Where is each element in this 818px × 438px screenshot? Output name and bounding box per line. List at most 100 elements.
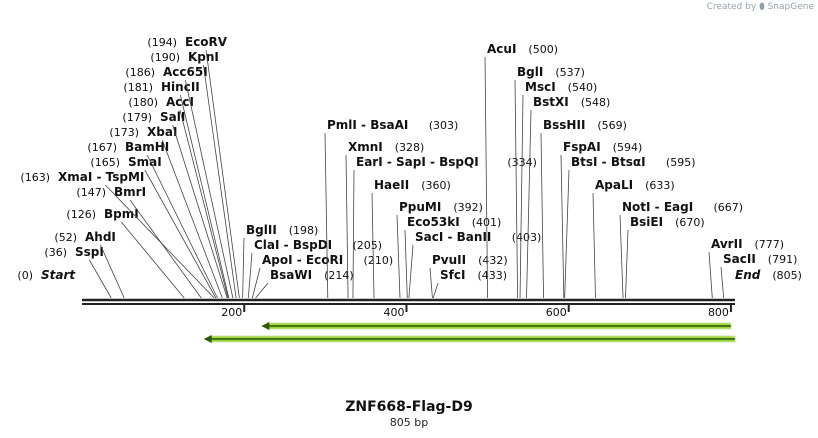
site-name: AhdI bbox=[85, 230, 116, 244]
site-connector bbox=[396, 214, 401, 299]
site-name: BmrI bbox=[114, 185, 146, 199]
site-connector bbox=[146, 154, 218, 299]
site-clai-bspdi: ClaI - BspDI(205) bbox=[247, 238, 382, 299]
site-name: SspI bbox=[75, 245, 104, 259]
site-connector bbox=[144, 169, 217, 299]
site-acc65i: Acc65I(186) bbox=[125, 65, 234, 299]
site-position: (181) bbox=[123, 81, 153, 94]
site-name: HaeII bbox=[374, 178, 409, 192]
site-position: (163) bbox=[20, 171, 50, 184]
site-name: AcuI bbox=[487, 42, 516, 56]
site-connector bbox=[708, 251, 713, 299]
site-position: (537) bbox=[555, 66, 585, 79]
site-btsi-bts-i: BtsI - BtsαI(595) bbox=[564, 155, 696, 299]
site-name: XbaI bbox=[147, 125, 177, 139]
plasmid-size: 805 bp bbox=[389, 416, 429, 429]
site-connector bbox=[432, 282, 439, 299]
site-hincii: HincII(181) bbox=[123, 80, 230, 299]
site-connector bbox=[105, 184, 215, 299]
site-position: (791) bbox=[768, 253, 798, 266]
site-connector bbox=[408, 244, 414, 299]
site-connector bbox=[179, 109, 229, 299]
site-acci: AccI(180) bbox=[128, 95, 229, 299]
site-position: (633) bbox=[645, 179, 675, 192]
site-connector bbox=[89, 259, 112, 299]
site-position: (194) bbox=[147, 36, 177, 49]
site-name: BglI bbox=[517, 65, 543, 79]
site-position: (36) bbox=[44, 246, 67, 259]
site-connector bbox=[172, 124, 228, 299]
site-position: (179) bbox=[122, 111, 152, 124]
site-position: (500) bbox=[528, 43, 558, 56]
site-haeii: HaeII (360) bbox=[371, 178, 451, 299]
site-name: ClaI - BspDI bbox=[254, 238, 332, 252]
site-connector bbox=[371, 192, 375, 299]
site-name: BsaWI bbox=[270, 268, 312, 282]
site-pmli-bsaai: PmlI - BsaAI(303) bbox=[324, 118, 458, 299]
site-position: (805) bbox=[772, 269, 802, 282]
site-connector bbox=[247, 252, 253, 299]
site-connector bbox=[429, 267, 433, 299]
site-connector bbox=[203, 64, 237, 299]
site-position: (180) bbox=[128, 96, 158, 109]
site-position: (198) bbox=[289, 224, 319, 237]
site-connector bbox=[564, 169, 570, 299]
site-position: (392) bbox=[453, 201, 483, 214]
site-position: (328) bbox=[395, 141, 425, 154]
site-position: (52) bbox=[54, 231, 77, 244]
site-sspi: SspI (36) bbox=[44, 245, 112, 299]
site-name: Start bbox=[41, 268, 76, 282]
site-kpni: KpnI(190) bbox=[150, 50, 237, 299]
scale-tick-label: 800 bbox=[708, 306, 729, 319]
feature-arrowhead bbox=[203, 335, 212, 343]
site-name: End bbox=[735, 268, 761, 282]
site-name: ApaLI bbox=[595, 178, 633, 192]
site-name: EcoRV bbox=[185, 35, 228, 49]
site-xmai-tspmi: XmaI - TspMI(163) bbox=[20, 170, 215, 299]
site-connector bbox=[352, 169, 355, 299]
site-connector bbox=[404, 229, 408, 299]
site-connector bbox=[242, 237, 245, 299]
snapgene-credit: Created by ⬮ SnapGene bbox=[707, 2, 814, 12]
site-name: ApoI - EcoRI bbox=[262, 253, 343, 267]
site-bgli: BglI (537) bbox=[514, 65, 585, 299]
scale-tick-label: 200 bbox=[221, 306, 242, 319]
site-connector bbox=[560, 154, 565, 299]
site-name: FspAI bbox=[563, 140, 601, 154]
site-position: (667) bbox=[714, 201, 744, 214]
site-position: (360) bbox=[421, 179, 451, 192]
site-position: (126) bbox=[66, 208, 96, 221]
site-position: (569) bbox=[597, 119, 627, 132]
site-ecorv: EcoRV (194) bbox=[147, 35, 240, 299]
site-name: SalI bbox=[160, 110, 185, 124]
site-position: (165) bbox=[90, 156, 120, 169]
site-connector bbox=[526, 109, 532, 299]
site-connector bbox=[345, 154, 349, 299]
site-acui: AcuI (500) bbox=[484, 42, 558, 299]
site-connector bbox=[179, 94, 230, 299]
site-connector bbox=[161, 139, 223, 299]
site-position: (173) bbox=[109, 126, 139, 139]
site-name: SacII bbox=[723, 252, 756, 266]
site-connector bbox=[129, 199, 202, 299]
site-smai: SmaI (165) bbox=[90, 155, 217, 299]
site-connector bbox=[519, 94, 524, 299]
site-name: SmaI bbox=[128, 155, 162, 169]
site-name: BamHI bbox=[125, 140, 169, 154]
site-bstxi: BstXI(548) bbox=[526, 95, 610, 299]
site-xmni: XmnI(328) bbox=[345, 140, 425, 299]
site-position: (670) bbox=[675, 216, 705, 229]
site-position: (147) bbox=[76, 186, 106, 199]
site-position: (214) bbox=[324, 269, 354, 282]
site-name: MscI bbox=[525, 80, 556, 94]
site-connector bbox=[251, 267, 261, 299]
site-connector bbox=[324, 132, 329, 299]
site-position: (777) bbox=[755, 238, 785, 251]
site-connector bbox=[121, 221, 185, 299]
site-name: AvrII bbox=[711, 237, 743, 251]
site-name: NotI - EagI bbox=[622, 200, 693, 214]
site-bsiei: BsiEI(670) bbox=[625, 215, 705, 299]
site-name: BglII bbox=[246, 223, 277, 237]
site-xbai: XbaI (173) bbox=[109, 125, 223, 299]
